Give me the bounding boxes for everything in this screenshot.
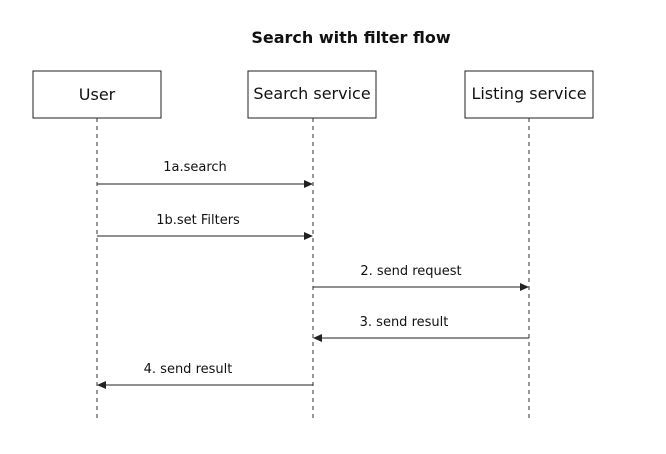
participant-listing-service: Listing service [464, 70, 594, 119]
arrowhead-left-icon [313, 334, 322, 342]
participant-search-service: Search service [247, 70, 377, 119]
message-2-send-request: 2. send request [313, 264, 529, 291]
arrowhead-left-icon [97, 381, 106, 389]
message-4-send-result: 4. send result [97, 362, 313, 389]
message-label: 2. send request [360, 264, 461, 279]
participant-label: User [79, 85, 116, 104]
message-1a-search: 1a.search [97, 160, 313, 188]
arrowhead-right-icon [520, 283, 529, 291]
message-label: 3. send result [360, 315, 449, 330]
message-label: 1b.set Filters [156, 213, 240, 228]
message-3-send-result: 3. send result [313, 315, 529, 342]
diagram-title: Search with filter flow [251, 28, 451, 47]
participant-label: Search service [253, 84, 370, 103]
arrowhead-right-icon [304, 232, 313, 240]
participant-label: Listing service [471, 84, 586, 103]
arrowhead-right-icon [304, 180, 313, 188]
message-1b-set-filters: 1b.set Filters [97, 213, 313, 240]
participant-user: User [32, 70, 162, 119]
message-label: 1a.search [163, 160, 227, 175]
message-label: 4. send result [144, 362, 233, 377]
